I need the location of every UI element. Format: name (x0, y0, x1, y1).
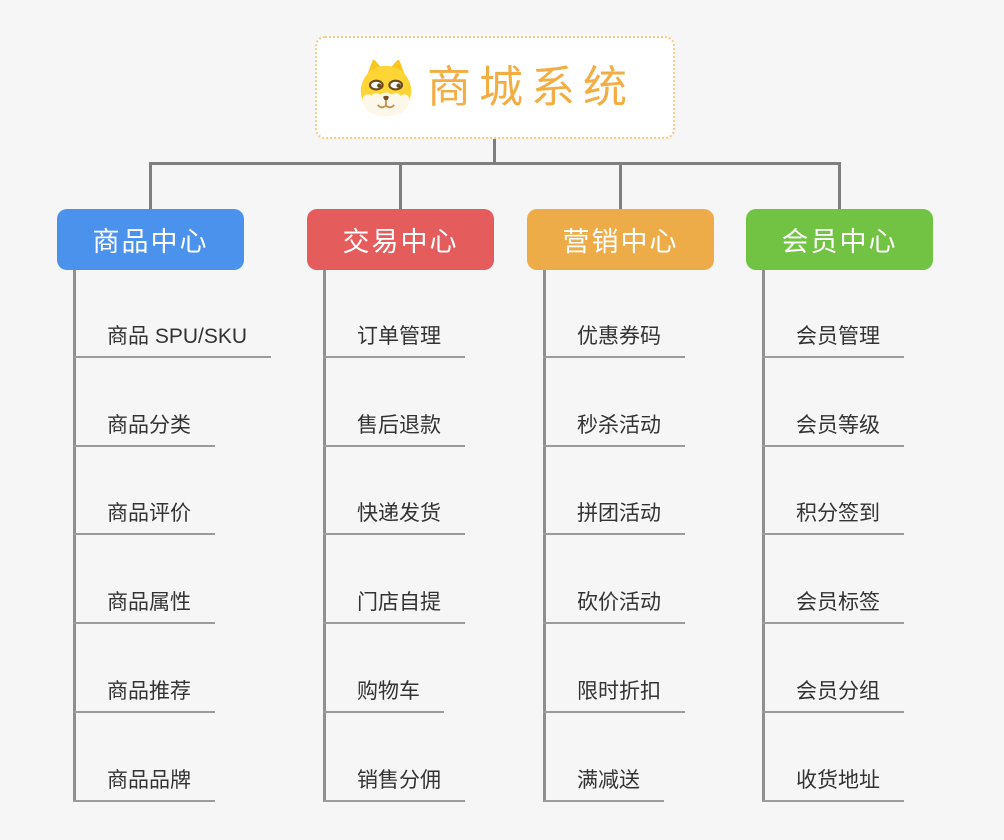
leaf-node[interactable]: 销售分佣 (323, 756, 465, 802)
branch-trunk-line (543, 270, 546, 802)
leaf-node[interactable]: 积分签到 (762, 489, 904, 535)
leaf-node[interactable]: 门店自提 (323, 578, 465, 624)
leaf-node[interactable]: 会员管理 (762, 312, 904, 358)
branch-column-3: 营销中心优惠券码秒杀活动拼团活动砍价活动限时折扣满减送 (527, 209, 787, 819)
leaf-node[interactable]: 商品评价 (73, 489, 215, 535)
leaf-label: 砍价活动 (577, 591, 661, 614)
leaf-node[interactable]: 订单管理 (323, 312, 465, 358)
leaf-label: 秒杀活动 (577, 414, 661, 437)
leaf-node[interactable]: 满减送 (543, 756, 664, 802)
leaf-label: 商品推荐 (107, 680, 191, 703)
leaf-node[interactable]: 会员分组 (762, 667, 904, 713)
connector-horizontal-bar (149, 162, 841, 165)
branch-header-2[interactable]: 交易中心 (307, 209, 494, 270)
leaf-node[interactable]: 限时折扣 (543, 667, 685, 713)
leaf-node[interactable]: 购物车 (323, 667, 444, 713)
leaf-label: 限时折扣 (577, 680, 661, 703)
branch-column-1: 商品中心商品 SPU/SKU 商品分类商品评价商品属性商品推荐商品品牌 (57, 209, 317, 819)
leaf-label: 会员等级 (796, 414, 880, 437)
branch-column-2: 交易中心订单管理售后退款快递发货门店自提购物车销售分佣 (307, 209, 567, 819)
leaf-node[interactable]: 砍价活动 (543, 578, 685, 624)
connector-branch-stub-4 (838, 162, 841, 210)
leaf-label: 满减送 (577, 769, 640, 792)
branch-trunk-line (762, 270, 765, 802)
leaf-label: 售后退款 (357, 414, 441, 437)
branch-column-4: 会员中心会员管理会员等级积分签到会员标签会员分组收货地址 (746, 209, 1004, 819)
leaf-node[interactable]: 秒杀活动 (543, 401, 685, 447)
leaf-label: 会员分组 (796, 680, 880, 703)
leaf-node[interactable]: 收货地址 (762, 756, 904, 802)
leaf-label: 快递发货 (357, 502, 441, 525)
leaf-node[interactable]: 拼团活动 (543, 489, 685, 535)
leaf-node[interactable]: 优惠券码 (543, 312, 685, 358)
leaf-node[interactable]: 会员标签 (762, 578, 904, 624)
connector-branch-stub-1 (149, 162, 152, 210)
leaf-label: 优惠券码 (577, 325, 661, 348)
leaf-label: 商品评价 (107, 502, 191, 525)
leaf-label: 商品属性 (107, 591, 191, 614)
branch-trunk-line (323, 270, 326, 802)
shiba-dog-icon (360, 59, 412, 116)
leaf-label: 会员标签 (796, 591, 880, 614)
leaf-node[interactable]: 快递发货 (323, 489, 465, 535)
leaf-label: 销售分佣 (357, 769, 441, 792)
leaf-node[interactable]: 售后退款 (323, 401, 465, 447)
branch-header-3[interactable]: 营销中心 (527, 209, 714, 270)
branch-header-4[interactable]: 会员中心 (746, 209, 933, 270)
leaf-label: 积分签到 (796, 502, 880, 525)
leaf-node[interactable]: 商品推荐 (73, 667, 215, 713)
branch-header-1[interactable]: 商品中心 (57, 209, 244, 270)
root-node-mall-system[interactable]: 商城系统 (315, 36, 675, 139)
connector-root-stub (493, 139, 496, 163)
leaf-label: 购物车 (357, 680, 420, 703)
leaf-label: 商品品牌 (107, 769, 191, 792)
leaf-label: 门店自提 (357, 591, 441, 614)
leaf-label: 商品 SPU/SKU (107, 325, 248, 348)
leaf-node[interactable]: 商品 SPU/SKU (73, 312, 272, 358)
branch-trunk-line (73, 270, 76, 802)
connector-branch-stub-2 (399, 162, 402, 210)
leaf-label: 拼团活动 (577, 502, 661, 525)
leaf-label: 会员管理 (796, 325, 880, 348)
leaf-label: 收货地址 (796, 769, 880, 792)
connector-branch-stub-3 (619, 162, 622, 210)
leaf-node[interactable]: 商品品牌 (73, 756, 215, 802)
leaf-node[interactable]: 商品分类 (73, 401, 215, 447)
leaf-node[interactable]: 商品属性 (73, 578, 215, 624)
leaf-node[interactable]: 会员等级 (762, 401, 904, 447)
root-title: 商城系统 (427, 62, 635, 112)
leaf-label: 商品分类 (107, 414, 191, 437)
leaf-label: 订单管理 (357, 325, 441, 348)
